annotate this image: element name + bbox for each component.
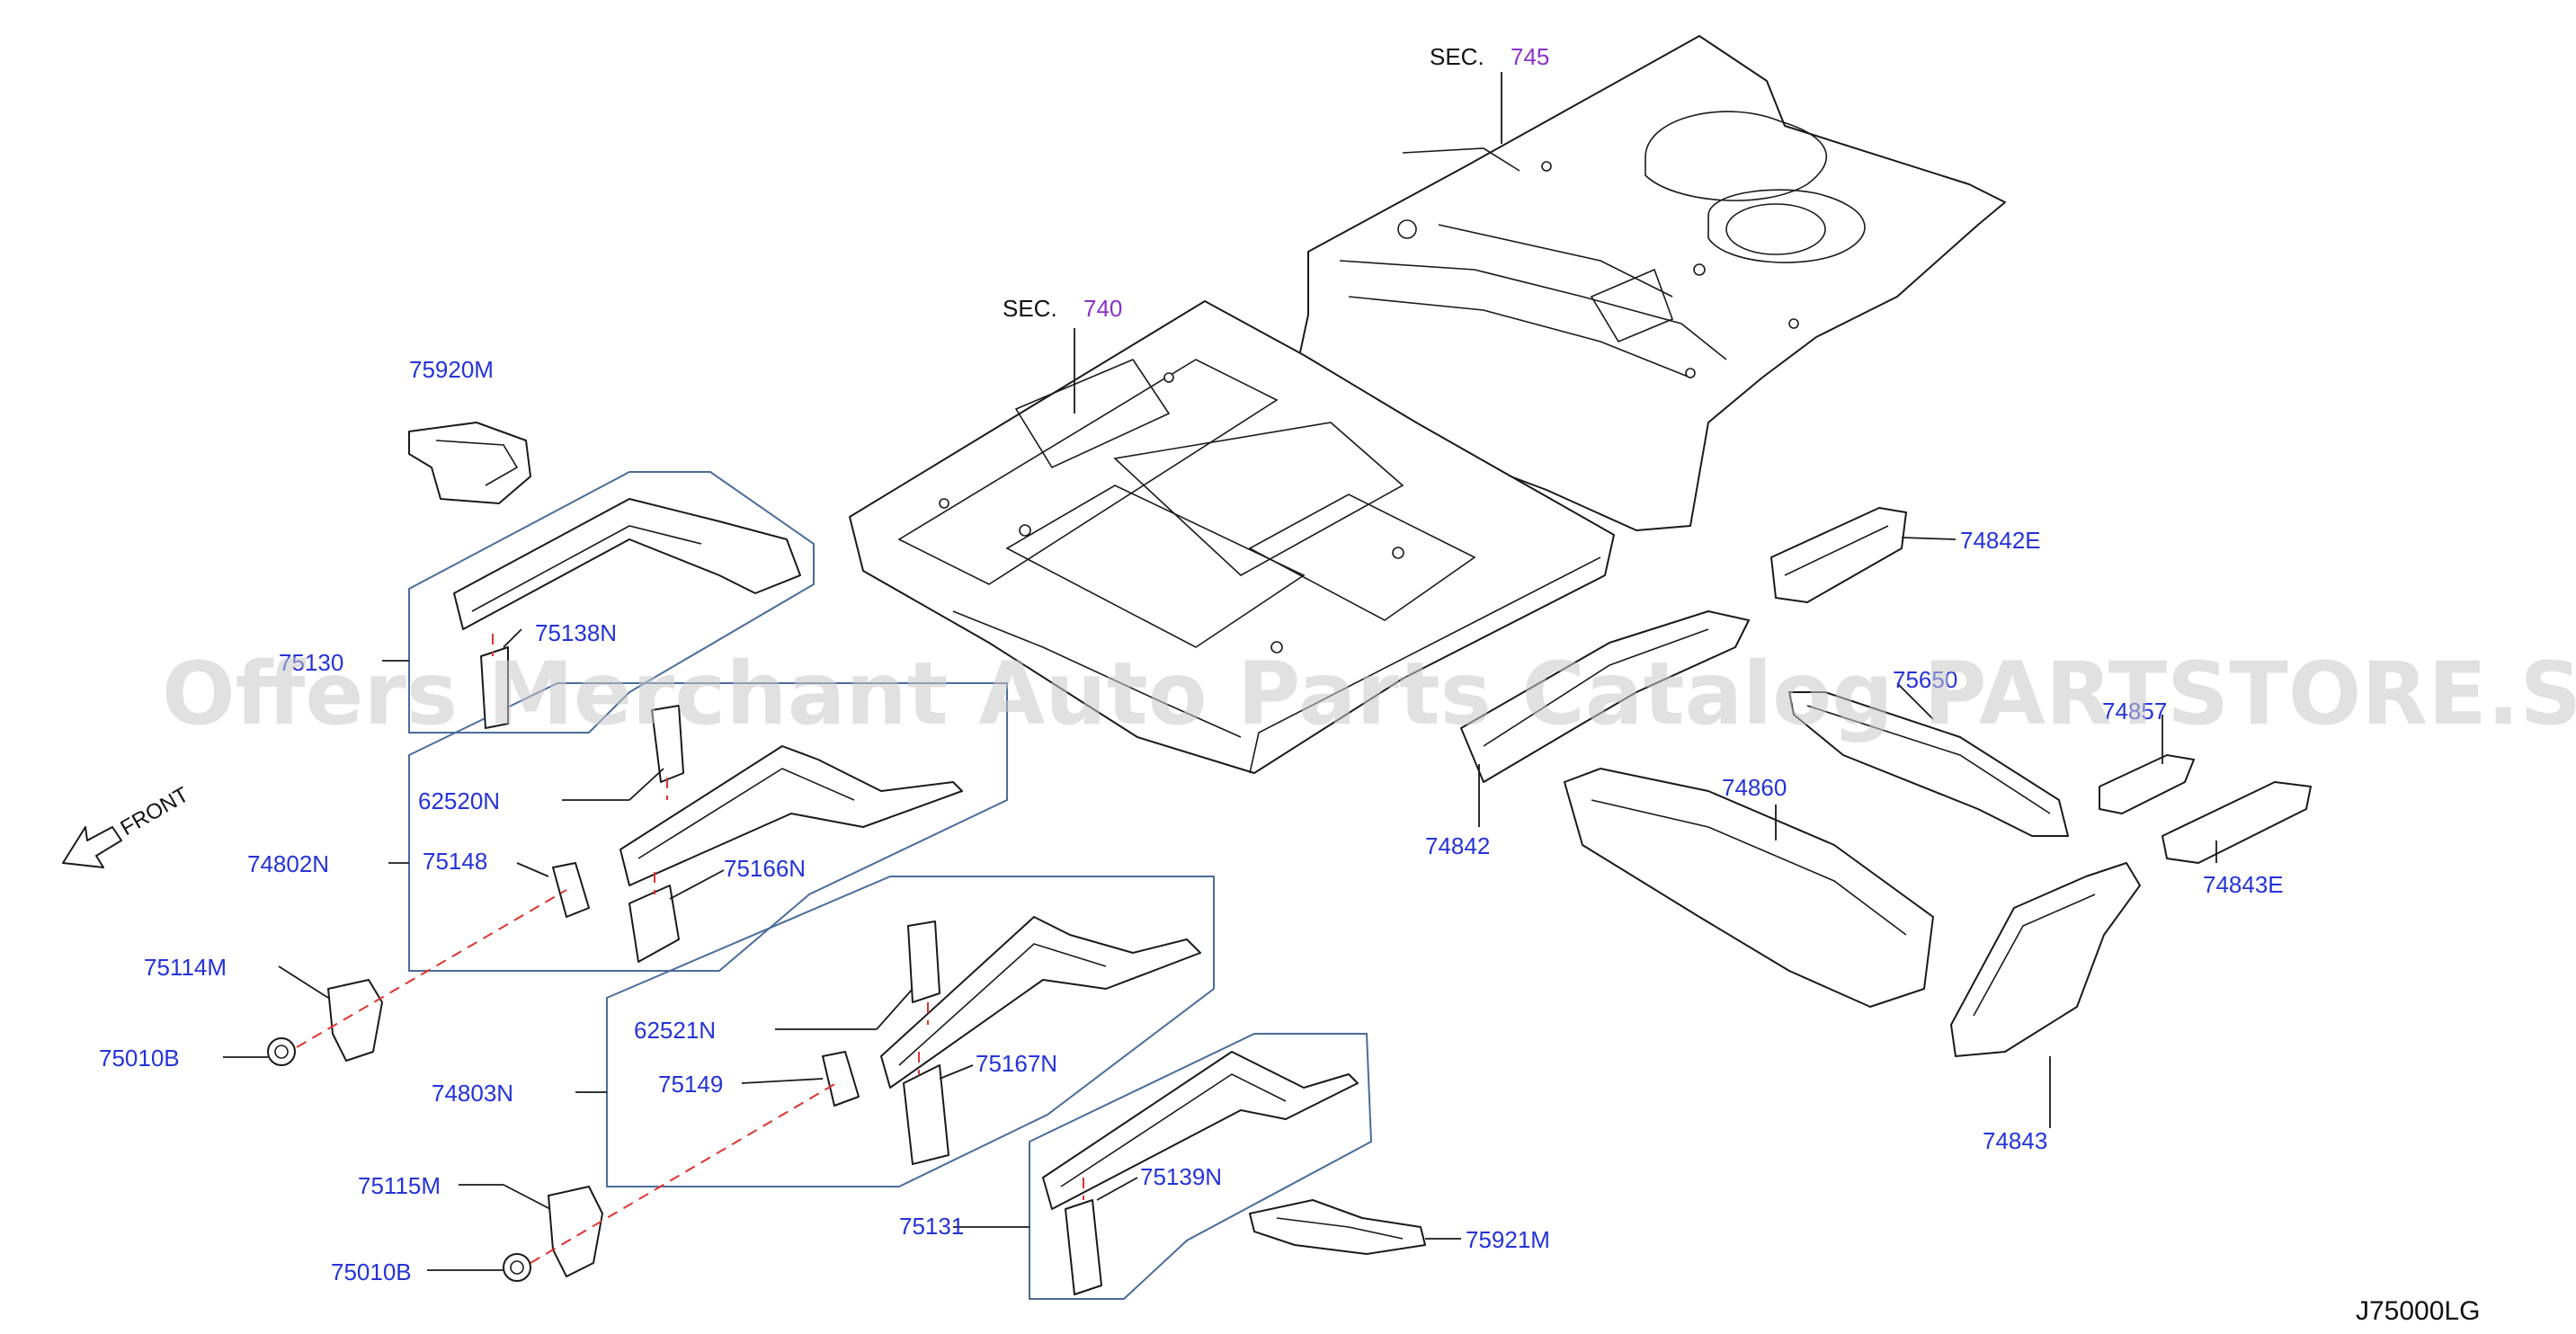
label-74802N[interactable]: 74802N <box>247 850 329 877</box>
label-75139N[interactable]: 75139N <box>1140 1163 1222 1190</box>
part-75166N[interactable] <box>628 885 680 963</box>
part-75138N[interactable] <box>480 646 509 729</box>
label-75010B-1[interactable]: 75010B <box>99 1045 180 1072</box>
front-label: FRONT <box>117 782 193 840</box>
label-75149[interactable]: 75149 <box>658 1071 723 1098</box>
label-74843[interactable]: 74843 <box>1983 1127 2047 1154</box>
label-75920M[interactable]: 75920M <box>409 356 494 383</box>
label-75921M[interactable]: 75921M <box>1466 1226 1550 1253</box>
part-75921M[interactable] <box>1249 1199 1426 1255</box>
part-74843[interactable] <box>1950 862 2141 1057</box>
part-74803N-member[interactable] <box>880 916 1201 1089</box>
label-75138N[interactable]: 75138N <box>535 619 617 646</box>
part-75115M[interactable] <box>548 1186 603 1277</box>
part-74842[interactable] <box>1460 610 1750 783</box>
group-frame-74802N <box>408 682 1008 972</box>
part-74842E[interactable] <box>1770 507 1907 603</box>
part-75010B-nut-2[interactable] <box>503 1253 531 1282</box>
group-frame-75130 <box>408 471 815 734</box>
label-74803N[interactable]: 74803N <box>432 1080 513 1107</box>
watermark: Offers Merchant Auto Parts Catalog PARTS… <box>162 644 2576 744</box>
part-75920M[interactable] <box>408 422 531 504</box>
label-75010B-2[interactable]: 75010B <box>331 1258 412 1285</box>
part-75650[interactable] <box>1788 691 2069 837</box>
label-75114M[interactable]: 75114M <box>144 954 227 981</box>
leader-lines <box>223 72 2217 1271</box>
part-74802N-member[interactable] <box>619 745 963 886</box>
part-75114M[interactable] <box>327 979 383 1062</box>
diagram-code: J75000LG <box>2356 1296 2480 1326</box>
label-75130[interactable]: 75130 <box>279 649 343 676</box>
label-75167N[interactable]: 75167N <box>976 1050 1057 1077</box>
part-62520N[interactable] <box>651 705 684 783</box>
part-75167N[interactable] <box>903 1064 949 1165</box>
part-75131-member[interactable] <box>1042 1051 1359 1210</box>
label-74843E[interactable]: 74843E <box>2203 871 2284 898</box>
part-75149[interactable] <box>822 1051 860 1107</box>
arrow-front-icon <box>62 826 122 868</box>
label-62521N[interactable]: 62521N <box>634 1017 716 1044</box>
label-75148[interactable]: 75148 <box>423 848 487 875</box>
front-direction-indicator: FRONT <box>62 782 193 868</box>
section-link-745[interactable]: 745 <box>1511 43 1549 70</box>
group-frame-74803N <box>606 876 1215 1187</box>
front-floor-pan[interactable] <box>849 300 1615 774</box>
part-75139N[interactable] <box>1065 1199 1102 1295</box>
label-74860[interactable]: 74860 <box>1722 774 1787 801</box>
label-75166N[interactable]: 75166N <box>724 855 806 882</box>
part-62521N[interactable] <box>907 920 940 1003</box>
label-74857[interactable]: 74857 <box>2102 698 2167 725</box>
label-75115M[interactable]: 75115M <box>358 1172 441 1199</box>
section-link-740[interactable]: 740 <box>1083 295 1122 322</box>
section-prefix-740: SEC. <box>1003 295 1057 322</box>
part-75148[interactable] <box>552 862 590 918</box>
group-frame-75131 <box>1029 1033 1373 1300</box>
part-75010B-nut-1[interactable] <box>267 1037 296 1066</box>
section-prefix-745: SEC. <box>1430 43 1484 70</box>
part-74843E[interactable] <box>2162 781 2312 864</box>
part-75130-member[interactable] <box>453 498 801 630</box>
label-75650[interactable]: 75650 <box>1893 666 1957 693</box>
label-62520N[interactable]: 62520N <box>418 787 500 814</box>
assembly-lines <box>296 634 1084 1264</box>
part-74857[interactable] <box>2099 754 2195 814</box>
part-74860[interactable] <box>1564 768 1934 1008</box>
label-75131[interactable]: 75131 <box>899 1213 964 1240</box>
rear-floor-pan[interactable] <box>1294 35 2006 531</box>
label-74842[interactable]: 74842 <box>1425 832 1490 859</box>
label-74842E[interactable]: 74842E <box>1960 527 2041 554</box>
